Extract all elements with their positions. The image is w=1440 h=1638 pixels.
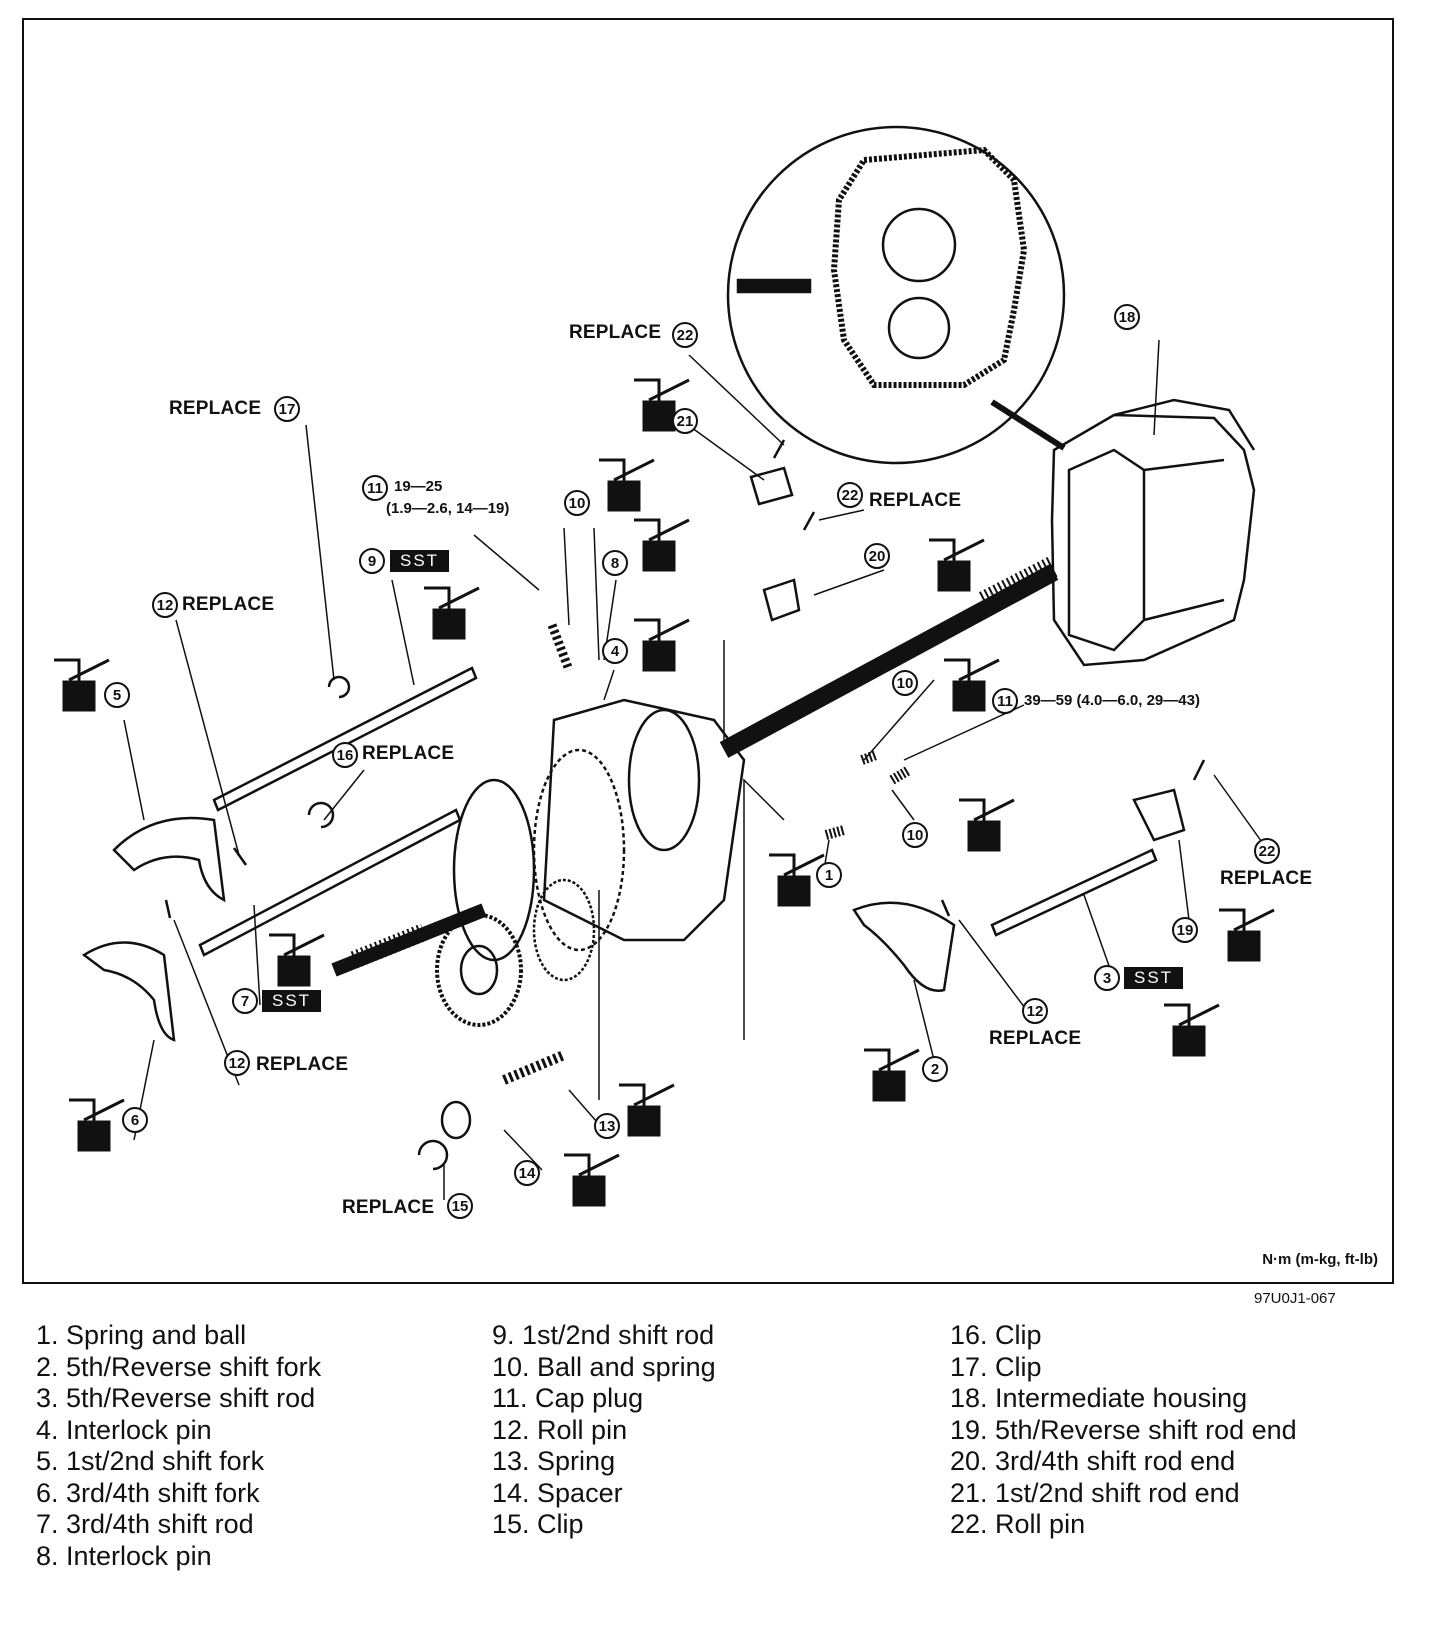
legend-item: 4. Interlock pin [36, 1414, 212, 1445]
legend-item: 5. 1st/2nd shift fork [36, 1446, 265, 1476]
callout-19: 19 [1172, 917, 1198, 943]
shift-rods-drawing [198, 666, 1158, 957]
replace-label-16: REPLACE [362, 743, 455, 764]
legend-item: 19. 5th/Reverse shift rod end [950, 1414, 1297, 1445]
mainshaft-drawing [331, 556, 1060, 977]
legend-item: 16. Clip [950, 1320, 1042, 1350]
callout-12b: 12 [224, 1050, 250, 1076]
torque-cap-plug-lower: 39—59 (4.0—6.0, 29—43) [1024, 692, 1200, 709]
legend-item: 15. Clip [492, 1509, 584, 1539]
legend-item: 12. Roll pin [492, 1414, 628, 1445]
callout-6: 6 [122, 1107, 148, 1133]
callout-20: 20 [864, 543, 890, 569]
shift-forks-drawing [81, 466, 1186, 1042]
callout-10c: 10 [902, 822, 928, 848]
legend-item: 7. 3rd/4th shift rod [36, 1509, 254, 1539]
callout-22b: 22 [837, 482, 863, 508]
legend-item: 21. 1st/2nd shift rod end [950, 1477, 1240, 1508]
legend-item: 1. Spring and ball [36, 1320, 247, 1350]
replace-label-17: REPLACE [169, 398, 262, 419]
callout-5: 5 [104, 682, 130, 708]
callout-11b: 11 [992, 688, 1018, 714]
small-parts-drawing [164, 439, 1206, 1171]
legend-item: 8. Interlock pin [36, 1540, 212, 1571]
callout-3: 3 [1094, 965, 1120, 991]
legend-item: 2. 5th/Reverse shift fork [36, 1351, 322, 1382]
legend-column-3: 16. Clip 17. Clip 18. Intermediate housi… [950, 1320, 1297, 1541]
callout-21: 21 [672, 408, 698, 434]
callout-8: 8 [602, 550, 628, 576]
callout-10b: 10 [892, 670, 918, 696]
callout-1: 1 [816, 862, 842, 888]
callout-17: 17 [274, 396, 300, 422]
legend-item: 3. 5th/Reverse shift rod [36, 1383, 316, 1413]
callout-7: 7 [232, 988, 258, 1014]
callout-22a: 22 [672, 322, 698, 348]
callout-16: 16 [332, 742, 358, 768]
legend-item: 10. Ball and spring [492, 1351, 716, 1382]
replace-label-22c: REPLACE [1220, 868, 1313, 889]
legend-item: 22. Roll pin [950, 1509, 1086, 1539]
units-note: N·m (m-kg, ft-lb) [1262, 1251, 1378, 1268]
sst-label-3: SST [1124, 967, 1184, 989]
callout-9: 9 [359, 548, 385, 574]
exploded-diagram: REPLACE 17 REPLACE 22 21 18 11 19—25 (1.… [22, 18, 1394, 1284]
replace-label-22a: REPLACE [569, 322, 662, 343]
intermediate-housing-drawing [1050, 398, 1256, 667]
callout-12a: 12 [152, 592, 178, 618]
legend-item: 17. Clip [950, 1351, 1042, 1382]
torque-cap-plug-upper: 19—25 [394, 478, 443, 495]
legend-item: 13. Spring [492, 1446, 616, 1476]
exploded-view-drawing [54, 125, 1275, 1207]
sst-label-7: SST [262, 990, 322, 1012]
callout-15: 15 [447, 1193, 473, 1219]
callout-14: 14 [514, 1160, 540, 1186]
callout-12c: 12 [1022, 998, 1048, 1024]
legend-item: 18. Intermediate housing [950, 1383, 1248, 1413]
callout-18: 18 [1114, 304, 1140, 330]
legend-item: 11. Cap plug [492, 1383, 644, 1413]
figure-code: 97U0J1-067 [1254, 1290, 1336, 1307]
callout-4: 4 [602, 638, 628, 664]
legend-column-2: 9. 1st/2nd shift rod 10. Ball and spring… [492, 1320, 716, 1541]
callout-13: 13 [594, 1113, 620, 1139]
gasket-inset [726, 125, 1066, 465]
gear-cluster-drawing [435, 698, 746, 1027]
legend-item: 20. 3rd/4th shift rod end [950, 1446, 1236, 1476]
replace-label-12a: REPLACE [182, 594, 275, 615]
sst-label-9: SST [390, 550, 450, 572]
replace-label-12c: REPLACE [989, 1028, 1082, 1049]
legend-item: 9. 1st/2nd shift rod [492, 1320, 715, 1350]
replace-label-22b: REPLACE [869, 490, 962, 511]
legend-item: 14. Spacer [492, 1477, 623, 1508]
torque-cap-plug-upper-2: (1.9—2.6, 14—19) [386, 500, 510, 517]
callout-22c: 22 [1254, 838, 1280, 864]
replace-label-12b: REPLACE [256, 1054, 349, 1075]
legend-column-1: 1. Spring and ball 2. 5th/Reverse shift … [36, 1320, 321, 1572]
callout-2: 2 [922, 1056, 948, 1082]
callout-10a: 10 [564, 490, 590, 516]
torque-symbols [54, 378, 1275, 1207]
replace-label-15: REPLACE [342, 1197, 435, 1218]
legend-item: 6. 3rd/4th shift fork [36, 1477, 260, 1508]
callout-11a: 11 [362, 475, 388, 501]
